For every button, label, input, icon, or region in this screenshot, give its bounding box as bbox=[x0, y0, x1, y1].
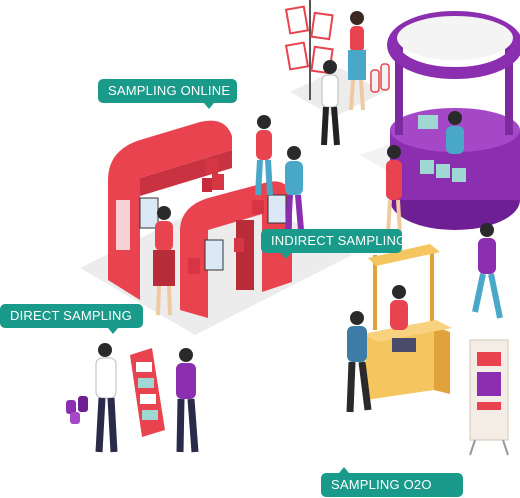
person-booth-woman bbox=[153, 206, 175, 316]
person-kiosk-staff bbox=[446, 111, 464, 154]
person-man-purple bbox=[176, 348, 199, 453]
person-man-white-shirt bbox=[95, 343, 118, 453]
purple-kiosk bbox=[387, 11, 520, 230]
person-man-blue bbox=[346, 311, 372, 413]
person-walking-man bbox=[472, 223, 503, 319]
label-sampling-online: SAMPLING ONLINE bbox=[98, 79, 237, 109]
label-sampling-o2o: SAMPLING O2O bbox=[321, 467, 463, 497]
label-indirect-sampling: INDIRECT SAMPLING bbox=[261, 229, 406, 259]
rollup-banner bbox=[469, 339, 509, 456]
brochure-rack bbox=[130, 348, 165, 437]
person-man-back bbox=[321, 60, 340, 146]
person-woman-tablet bbox=[348, 11, 366, 111]
red-booth bbox=[108, 120, 292, 318]
person-red-shirt bbox=[255, 115, 273, 196]
sample-jars bbox=[66, 396, 88, 424]
yellow-sampling-stand bbox=[362, 244, 452, 400]
person-teal-shirt bbox=[285, 146, 304, 231]
product-bottles bbox=[370, 63, 390, 93]
label-direct-sampling: DIRECT SAMPLING bbox=[0, 304, 143, 334]
person-stand-staff bbox=[390, 285, 408, 330]
